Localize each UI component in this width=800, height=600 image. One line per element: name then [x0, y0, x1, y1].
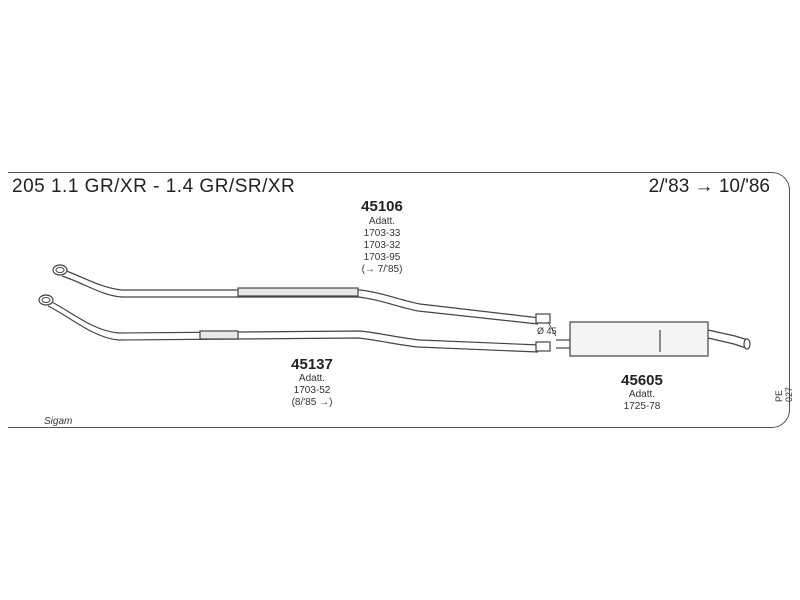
part-number-45605: 45605 [621, 372, 663, 389]
part-45106-line-3: 1703-32 [363, 240, 401, 251]
part-number-45137: 45137 [291, 356, 333, 373]
part-45106-line-2: 1703-33 [363, 228, 401, 239]
catalog-code: PE 027 [774, 386, 794, 402]
diameter-label: Ø 45 [537, 326, 557, 336]
year-range: 2/'83 → 10/'86 [648, 176, 770, 197]
part-45106-line-4: 1703-95 [363, 252, 401, 263]
part-45137-line-2: 1703-52 [293, 385, 331, 396]
pipe-45137 [43, 297, 551, 353]
pipe-45106 [57, 267, 551, 325]
flange-lower [38, 294, 54, 306]
part-45137-line-1: Adatt. [298, 373, 326, 384]
flange-upper [52, 264, 68, 276]
part-45605-line-1: Adatt. [628, 389, 656, 400]
vehicle-title: 205 1.1 GR/XR - 1.4 GR/SR/XR [12, 176, 296, 197]
part-45605-line-2: 1725-78 [623, 401, 661, 412]
part-45106-line-1: Adatt. [368, 216, 396, 227]
muffler-45605 [556, 321, 751, 357]
part-45137-line-3: (8/'85 →) [291, 397, 333, 408]
part-number-45106: 45106 [361, 198, 403, 215]
brand-logo: Sigam [44, 416, 73, 427]
part-45106-line-5: (→ 7/'85) [361, 264, 403, 275]
diagram-frame [8, 172, 790, 428]
